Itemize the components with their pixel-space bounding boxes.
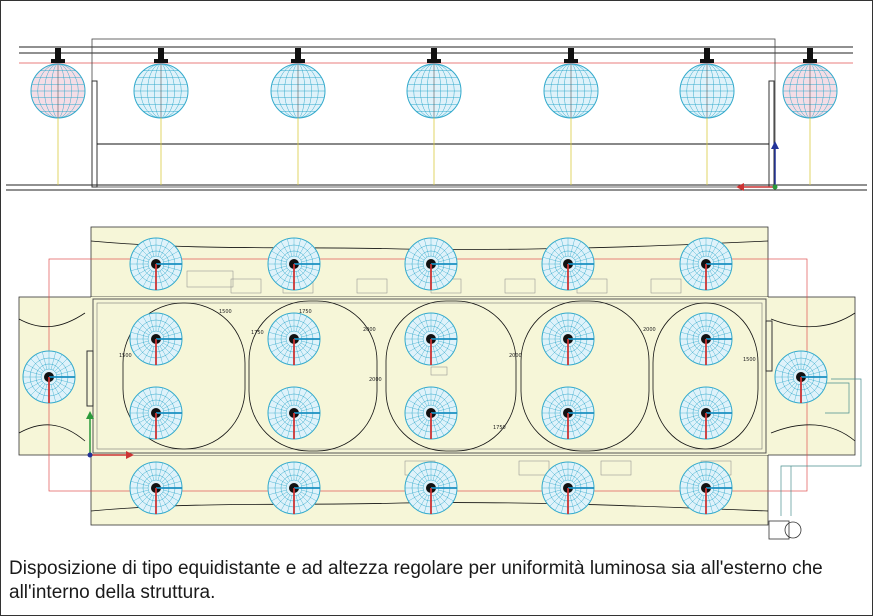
- plan-luminaire: [129, 312, 183, 366]
- contour-label: 1750: [251, 330, 264, 336]
- plan-luminaire: [541, 237, 595, 291]
- plan-luminaire: [404, 237, 458, 291]
- plan-luminaire: [267, 461, 321, 515]
- elevation-luminaire: [782, 48, 838, 185]
- plan-luminaire: [267, 312, 321, 366]
- elevation-luminaire: [133, 48, 189, 185]
- plan-luminaires: [22, 237, 828, 515]
- isolux-contours: [18, 240, 856, 512]
- contour-label: 2000: [363, 327, 376, 333]
- plan-luminaire: [541, 386, 595, 440]
- plan-luminaire: [267, 237, 321, 291]
- elevation-view: [6, 38, 867, 191]
- plan-luminaire: [267, 386, 321, 440]
- plan-luminaire: [541, 461, 595, 515]
- plan-luminaire: [679, 237, 733, 291]
- elevation-luminaire: [270, 48, 326, 185]
- elevation-luminaire: [30, 48, 86, 185]
- caption-text: Disposizione di tipo equidistante e ad a…: [9, 558, 823, 603]
- contour-label: 1500: [743, 357, 756, 363]
- plan-luminaire: [22, 350, 76, 404]
- plan-luminaire: [404, 461, 458, 515]
- contour-label: 2000: [509, 353, 522, 359]
- elevation-luminaires: [30, 48, 838, 185]
- contour-label: 1750: [299, 309, 312, 315]
- contour-label: 2000: [369, 377, 382, 383]
- contour-label: 1750: [493, 425, 506, 431]
- plan-luminaire: [541, 312, 595, 366]
- plan-luminaire: [679, 312, 733, 366]
- contour-label: 1500: [219, 309, 232, 315]
- plan-view: 1500175020001750200017501500200017502000…: [18, 226, 862, 540]
- plan-luminaire: [774, 350, 828, 404]
- plan-luminaire: [404, 312, 458, 366]
- elevation-luminaire: [679, 48, 735, 185]
- plan-luminaire: [679, 386, 733, 440]
- contour-label: 1500: [119, 353, 132, 359]
- plan-luminaire: [404, 386, 458, 440]
- elevation-luminaire: [406, 48, 462, 185]
- plan-luminaire: [129, 461, 183, 515]
- elevation-luminaire: [543, 48, 599, 185]
- valve-symbol: [768, 520, 802, 540]
- plan-luminaire: [129, 386, 183, 440]
- plan-luminaire: [129, 237, 183, 291]
- plan-luminaire: [679, 461, 733, 515]
- contour-label: 2000: [643, 327, 656, 333]
